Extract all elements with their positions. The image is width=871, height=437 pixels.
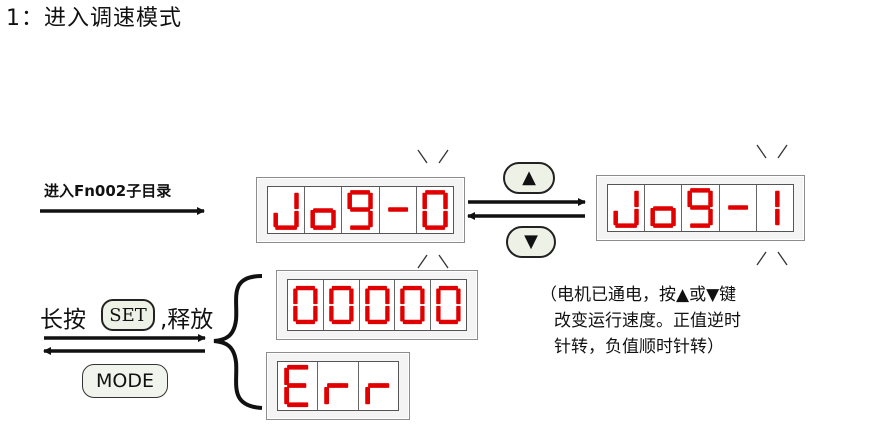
digit-r — [364, 383, 389, 405]
release-label: ,释放 — [160, 307, 214, 333]
digit-o — [310, 208, 336, 230]
long-press-label: 长按 — [40, 307, 86, 333]
up-triangle-icon: ▲ — [522, 167, 536, 188]
brace — [213, 274, 263, 410]
display-zeros — [276, 270, 478, 340]
display-err — [266, 352, 410, 420]
note-line-2: 改变运行速度。正值逆时 — [554, 311, 741, 331]
digit-1 — [774, 190, 780, 226]
digit-0 — [329, 285, 354, 325]
mode-button[interactable]: MODE — [82, 364, 168, 398]
digit-e — [284, 364, 309, 408]
display-jog-0 — [256, 177, 465, 243]
note-line-1: （电机已通电，按▲或▼键 — [540, 285, 737, 305]
digit-dash — [387, 207, 408, 212]
speed-adjust-note: （电机已通电，按▲或▼键 改变运行速度。正值逆时 针转，负值顺时针转） — [540, 282, 840, 360]
down-button[interactable]: ▼ — [506, 226, 556, 258]
digit-9 — [687, 188, 714, 228]
digit-0 — [436, 285, 461, 325]
enter-subdirectory-label: 进入Fn002子目录 — [44, 182, 172, 200]
digit-r — [324, 383, 349, 405]
note-line-3: 针转，负值顺时针转） — [554, 337, 724, 357]
down-triangle-icon: ▼ — [524, 231, 538, 252]
digit-0 — [364, 285, 390, 325]
digit-j — [613, 190, 639, 228]
display-jog-1 — [596, 175, 805, 241]
digit-dash — [727, 205, 748, 210]
digit-0 — [422, 190, 448, 230]
digit-j — [273, 192, 299, 230]
digit-9 — [347, 190, 374, 230]
up-button[interactable]: ▲ — [503, 162, 555, 194]
digit-0 — [293, 285, 318, 325]
step-title: 1：进入调速模式 — [6, 6, 182, 31]
digit-0 — [400, 285, 425, 325]
set-button[interactable]: SET — [101, 299, 155, 331]
digit-o — [650, 206, 676, 228]
